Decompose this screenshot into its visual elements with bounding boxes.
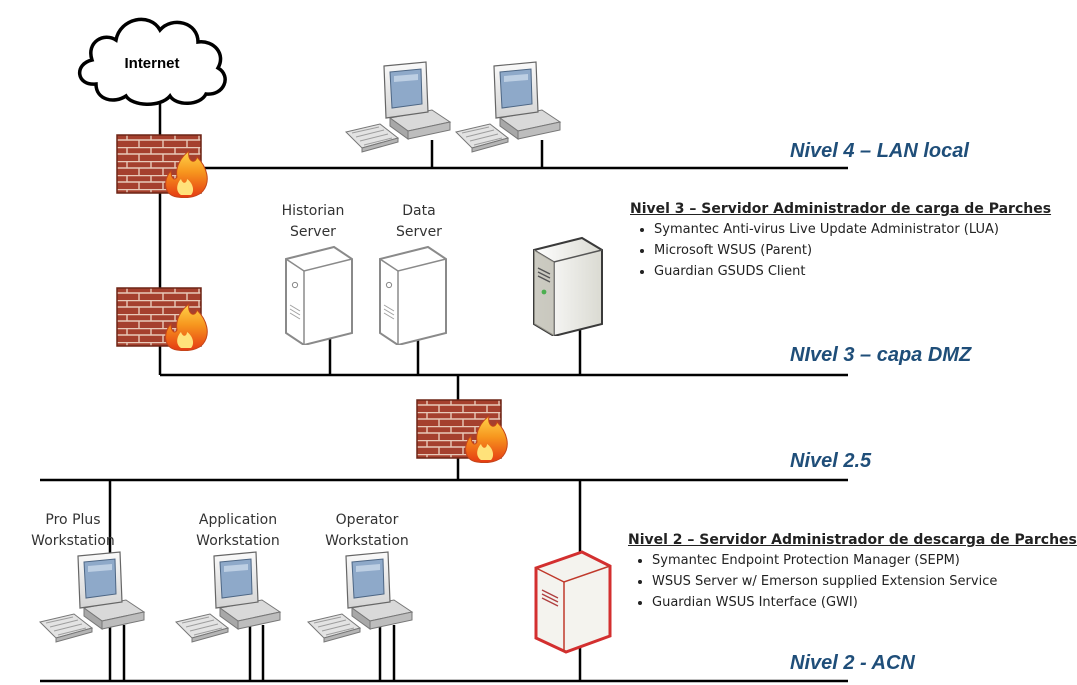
internet-label: Internet (124, 55, 179, 72)
level-3-label: NIvel 3 – capa DMZ (790, 344, 972, 366)
list-item: Guardian GSUDS Client (654, 261, 1051, 282)
list-item: Guardian WSUS Interface (GWI) (652, 592, 1077, 613)
patch-download-server-icon (534, 550, 612, 654)
desktop-icon-level-4-a (345, 61, 451, 153)
level-2-patch-server-info: Nivel 2 – Servidor Administrador de desc… (628, 532, 1077, 613)
firewall-icon-level-2-5 (416, 399, 509, 463)
level-3-info-title: Nivel 3 – Servidor Administrador de carg… (630, 201, 1052, 217)
internet-cloud-icon: Internet (78, 17, 227, 106)
proplus-workstation-icon (39, 551, 145, 643)
operator-workstation-label: Operator Workstation (325, 512, 409, 549)
list-item: Symantec Anti-virus Live Update Administ… (654, 219, 1051, 240)
patch-load-server-icon (533, 237, 603, 336)
desktop-icon-level-4-b (455, 61, 561, 153)
level-2-5-label: Nivel 2.5 (790, 450, 872, 472)
historian-server-icon (285, 246, 353, 345)
data-server-icon (379, 246, 447, 345)
operator-workstation-icon (307, 551, 413, 643)
level-2-label: Nivel 2 - ACN (790, 652, 915, 674)
level-3-info-list: Symantec Anti-virus Live Update Administ… (630, 219, 1051, 282)
level-3-patch-server-info: Nivel 3 – Servidor Administrador de carg… (630, 201, 1051, 282)
list-item: Symantec Endpoint Protection Manager (SE… (652, 550, 1077, 571)
application-workstation-label: Application Workstation (196, 512, 280, 549)
historian-server-label: Historian Server (281, 203, 345, 240)
application-workstation-icon (175, 551, 281, 643)
level-4-label: Nivel 4 – LAN local (790, 140, 969, 162)
firewall-icon-level-4 (116, 134, 209, 198)
data-server-label: Data Server (396, 203, 442, 240)
firewall-icon-level-3 (116, 287, 209, 351)
list-item: WSUS Server w/ Emerson supplied Extensio… (652, 571, 1077, 592)
proplus-workstation-label: Pro Plus Workstation (31, 512, 115, 549)
level-2-info-title: Nivel 2 – Servidor Administrador de desc… (628, 532, 1077, 548)
list-item: Microsoft WSUS (Parent) (654, 240, 1051, 261)
level-2-info-list: Symantec Endpoint Protection Manager (SE… (628, 550, 1077, 613)
